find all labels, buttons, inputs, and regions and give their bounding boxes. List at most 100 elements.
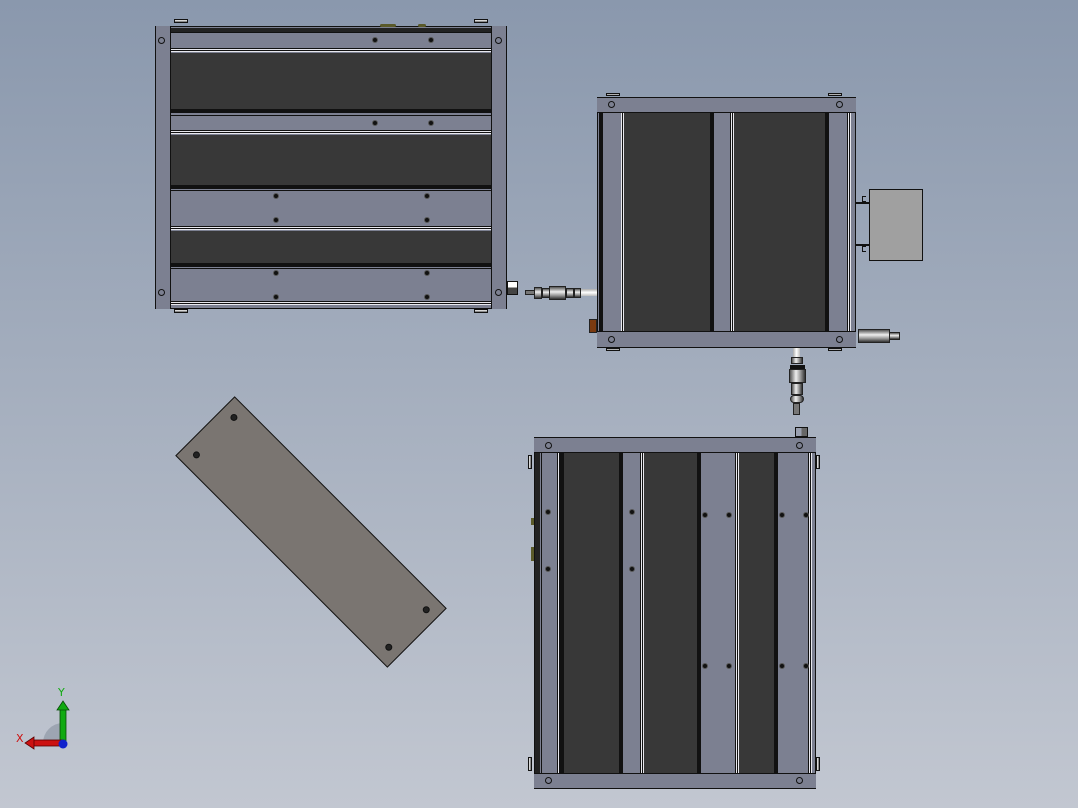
bolt-hole xyxy=(779,512,785,518)
edge xyxy=(560,453,564,773)
edge xyxy=(619,453,622,773)
leveling-foot xyxy=(174,309,188,313)
slot-edge xyxy=(171,185,491,189)
rail-stripe xyxy=(641,453,644,773)
bolt-hole xyxy=(702,512,708,518)
dark-panel-2 xyxy=(734,113,825,331)
slot-edge xyxy=(171,109,491,113)
bolt-hole xyxy=(428,37,434,43)
bolt-hole xyxy=(726,512,732,518)
corner-hole xyxy=(796,442,803,449)
bottom-bar xyxy=(534,773,816,789)
column-right xyxy=(828,113,848,331)
horizontal-fitting xyxy=(525,286,597,300)
corner-hole xyxy=(495,289,502,296)
top-plug xyxy=(795,427,808,437)
side-plug xyxy=(507,281,518,295)
leveling-foot xyxy=(828,93,842,96)
cylinder-sensor xyxy=(858,329,890,343)
corner-hole xyxy=(495,37,502,44)
bolt-hole xyxy=(273,193,279,199)
rail-stripe xyxy=(731,113,734,331)
rail-stripe xyxy=(171,131,491,134)
corner-hole xyxy=(608,101,615,108)
leveling-foot xyxy=(528,757,532,771)
brown-fitting xyxy=(589,319,597,333)
corner-hole xyxy=(836,336,843,343)
corner-hole xyxy=(608,336,615,343)
column-3 xyxy=(700,453,736,773)
rail-1 xyxy=(171,32,491,49)
corner-hole xyxy=(545,777,552,784)
leveling-foot xyxy=(474,19,488,23)
edge xyxy=(599,113,602,331)
rail-3 xyxy=(171,190,491,227)
dark-panel-1 xyxy=(171,53,491,109)
rail-stripe xyxy=(171,49,491,52)
edge xyxy=(774,453,777,773)
dark-panel-1 xyxy=(564,453,619,773)
corner-hole xyxy=(545,442,552,449)
bottom-bar xyxy=(597,331,856,348)
top-right-view[interactable] xyxy=(597,97,856,348)
box-bracket xyxy=(856,244,869,246)
edge xyxy=(710,113,713,331)
plate-hole xyxy=(191,449,202,460)
bolt-hole xyxy=(545,509,551,515)
corner-hole xyxy=(796,777,803,784)
rail-stripe xyxy=(171,302,491,305)
box-clip xyxy=(862,246,866,252)
rail-stripe xyxy=(848,113,851,331)
bolt-hole xyxy=(779,663,785,669)
column-middle xyxy=(713,113,731,331)
plate-hole xyxy=(421,604,432,615)
dark-panel-2 xyxy=(644,453,697,773)
junction-box[interactable] xyxy=(869,189,923,261)
edge xyxy=(697,453,700,773)
corner-hole xyxy=(158,37,165,44)
bolt-hole xyxy=(424,193,430,199)
triad-icon xyxy=(24,700,70,750)
bottom-right-view[interactable] xyxy=(534,437,816,789)
column-1 xyxy=(541,453,558,773)
top-bar xyxy=(534,437,816,453)
vertical-fitting xyxy=(789,348,807,418)
rail-stripe xyxy=(621,113,624,331)
top-edge xyxy=(171,28,491,32)
bolt-hole xyxy=(273,294,279,300)
slot-edge xyxy=(171,263,491,267)
column-4 xyxy=(777,453,809,773)
corner-hole xyxy=(836,101,843,108)
bolt-hole xyxy=(372,37,378,43)
bolt-hole xyxy=(273,270,279,276)
bolt-hole xyxy=(428,120,434,126)
top-left-view[interactable] xyxy=(155,26,507,309)
axis-triad: Y X xyxy=(14,686,74,750)
bolt-hole xyxy=(424,294,430,300)
bolt-hole xyxy=(629,566,635,572)
leveling-foot xyxy=(816,455,820,469)
rail-stripe xyxy=(558,453,561,773)
rail-4 xyxy=(171,268,491,302)
bolt-hole xyxy=(372,120,378,126)
plate-hole xyxy=(228,412,239,423)
leveling-foot xyxy=(606,93,620,96)
bolt-hole xyxy=(629,509,635,515)
box-bracket xyxy=(856,202,869,204)
leveling-foot xyxy=(816,757,820,771)
top-bar xyxy=(597,97,856,113)
rail-2 xyxy=(171,115,491,131)
column-2 xyxy=(622,453,641,773)
leveling-foot xyxy=(528,455,532,469)
y-axis-label: Y xyxy=(58,686,65,699)
side-connector xyxy=(531,518,534,525)
dark-panel-3 xyxy=(171,231,491,263)
bolt-hole xyxy=(803,512,809,518)
side-connector xyxy=(531,547,534,561)
bolt-hole xyxy=(803,663,809,669)
top-connector xyxy=(380,24,396,27)
dark-panel-2 xyxy=(171,135,491,185)
edge xyxy=(535,453,540,773)
rail-stripe xyxy=(809,453,812,773)
bolt-hole xyxy=(726,663,732,669)
